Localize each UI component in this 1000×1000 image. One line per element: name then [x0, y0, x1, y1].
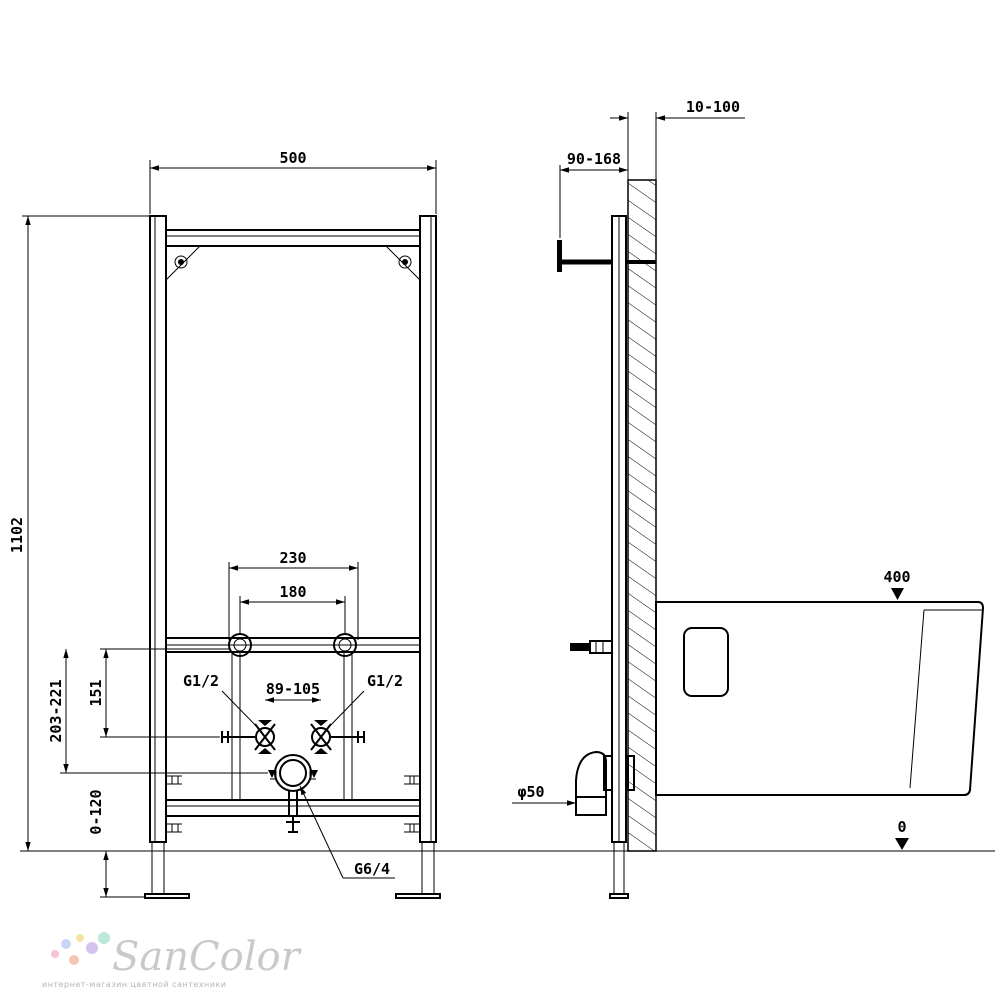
wall-gap-label: 10-100	[686, 98, 740, 116]
top-left-bolt-icon	[174, 255, 188, 269]
right-leg	[421, 841, 435, 895]
wall-section	[627, 179, 657, 852]
logo-brand-text: SanColor	[112, 934, 303, 980]
logo-dot-icon	[98, 932, 110, 944]
left-foot	[144, 893, 190, 899]
top-rail	[165, 229, 421, 247]
wall-anchor-icon	[557, 240, 656, 272]
supply-height-label: 203-221	[47, 679, 65, 742]
supply-pipe-icon	[570, 640, 613, 654]
bowl-height-marker-icon	[891, 588, 904, 600]
logo-dot-icon	[51, 950, 59, 958]
bowl-inspection-window	[683, 627, 729, 697]
height-dimension-label: 1102	[8, 517, 26, 553]
side-foot	[609, 893, 629, 899]
drain-fitting-icon	[268, 754, 318, 833]
left-connection-label: G1/2	[183, 672, 219, 690]
floor-level-marker-icon	[895, 838, 909, 850]
left-frame-post	[149, 215, 167, 843]
right-foot	[395, 893, 441, 899]
right-valve-icon	[310, 720, 332, 754]
bracket-height-label: 151	[87, 679, 105, 706]
left-leg	[151, 841, 165, 895]
wall-hung-bowl	[655, 601, 985, 796]
width-dimension-label: 500	[279, 149, 306, 167]
outer-pipe-spacing-label: 230	[279, 549, 306, 567]
logo-tagline: интернет-магазин цветной сантехники	[42, 980, 226, 989]
leg-adjust-label: 0-120	[87, 789, 105, 834]
right-connection-label: G1/2	[367, 672, 403, 690]
side-leg	[613, 841, 625, 895]
inner-pipe-spacing-label: 180	[279, 583, 306, 601]
drain-diameter-label: φ50	[517, 783, 544, 801]
side-view: 10-100 90-168 φ50 400 0	[512, 98, 985, 899]
depth-label: 90-168	[567, 150, 621, 168]
logo-dot-icon	[61, 939, 71, 949]
bowl-height-label: 400	[883, 568, 910, 586]
logo-dot-icon	[76, 934, 84, 942]
drain-elbow-icon	[575, 750, 635, 816]
right-frame-post	[419, 215, 437, 843]
logo-dot-icon	[69, 955, 79, 965]
bottom-cross-rail	[165, 799, 421, 817]
drain-connection-label: G6/4	[354, 860, 390, 878]
top-right-bolt-icon	[398, 255, 412, 269]
floor-level-label: 0	[897, 818, 906, 836]
front-view: 500 1102 230 180 89-105 G1/2 G1/2 G6/4 1…	[8, 149, 441, 899]
brand-logo: SanColor интернет-магазин цветной сантех…	[42, 932, 303, 989]
left-valve-icon	[254, 720, 276, 754]
logo-dot-icon	[86, 942, 98, 954]
valve-spacing-label: 89-105	[266, 680, 320, 698]
